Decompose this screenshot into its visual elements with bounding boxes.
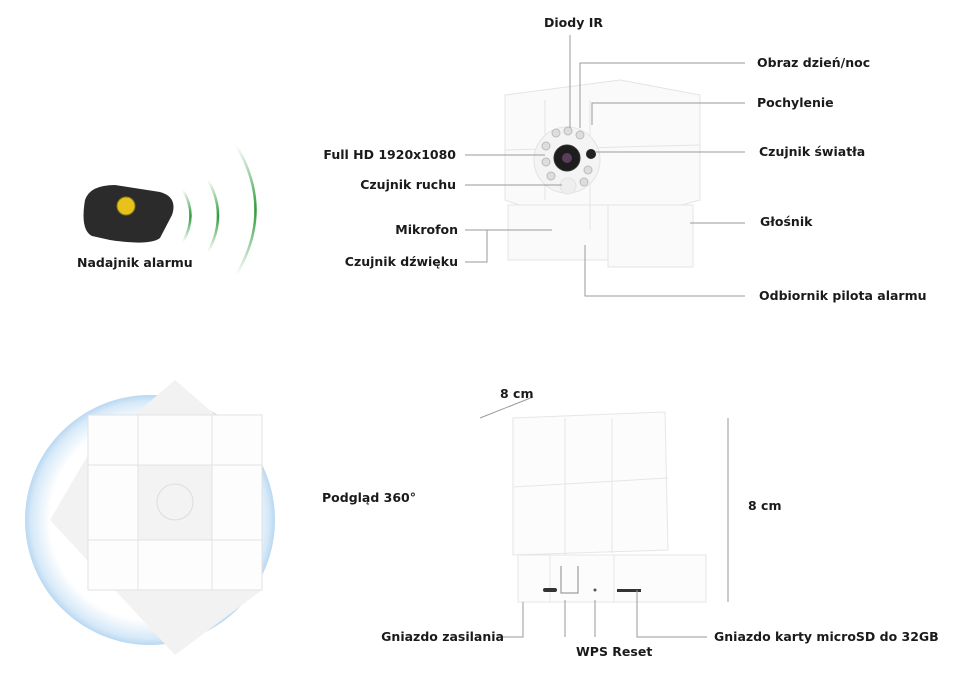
label-day-night: Obraz dzień/noc [757, 55, 871, 70]
label-ir-diodes: Diody IR [544, 15, 603, 30]
label-wps-reset: WPS Reset [576, 644, 653, 659]
camera-top-view-image [25, 380, 275, 655]
label-sound-sensor: Czujnik dźwięku [344, 254, 458, 269]
label-microphone: Mikrofon [395, 222, 458, 237]
label-microsd-slot: Gniazdo karty microSD do 32GB [714, 629, 939, 644]
label-alarm-receiver: Odbiornik pilota alarmu [759, 288, 927, 303]
label-speaker: Głośnik [760, 214, 813, 229]
label-motion-sensor: Czujnik ruchu [360, 177, 456, 192]
label-height: 8 cm [748, 498, 782, 513]
label-light-sensor: Czujnik światła [759, 144, 866, 159]
label-alarm-transmitter: Nadajnik alarmu [77, 255, 193, 270]
label-view-360: Podgląd 360° [322, 490, 417, 505]
camera-back-image [512, 411, 707, 603]
label-depth: 8 cm [500, 386, 534, 401]
label-power-socket: Gniazdo zasilania [381, 629, 504, 644]
camera-front-image [504, 79, 701, 268]
alarm-remote-image [83, 144, 257, 276]
label-tilt: Pochylenie [757, 95, 834, 110]
leader-lines [465, 35, 745, 638]
label-resolution: Full HD 1920x1080 [323, 147, 456, 162]
